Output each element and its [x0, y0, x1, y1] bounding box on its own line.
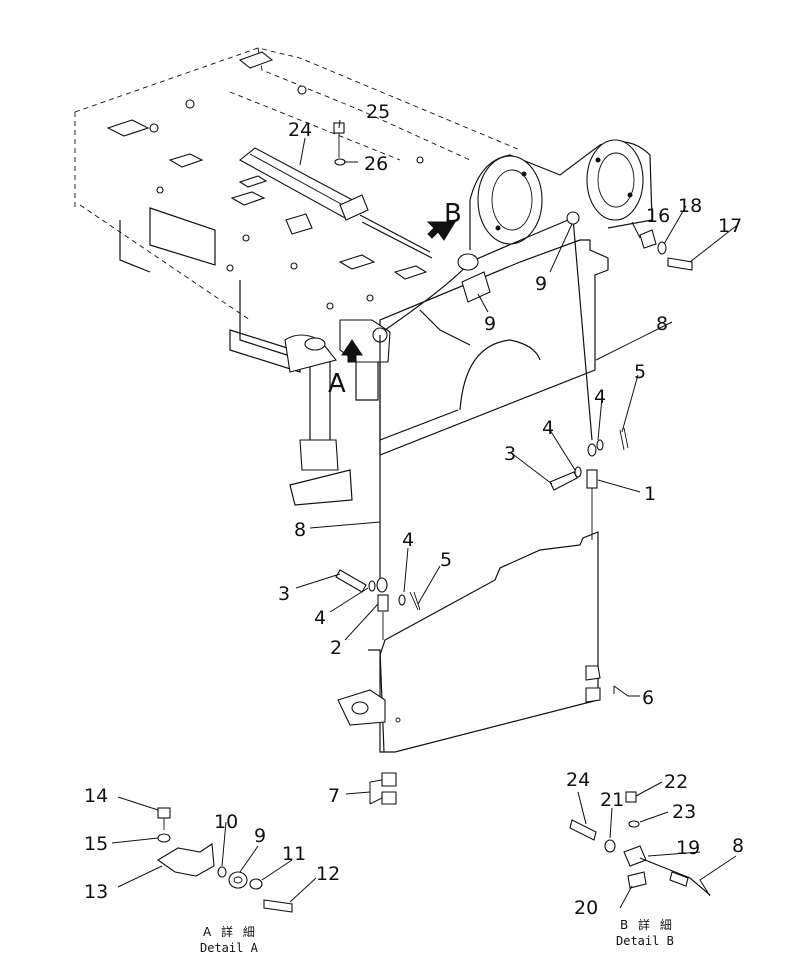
- callout-9-detail-a: 9: [254, 825, 266, 847]
- callout-4-left-upper: 4: [402, 529, 414, 551]
- bolt-top: [333, 122, 346, 166]
- callout-16: 16: [646, 205, 670, 227]
- callout-numbers: 25 24 26 16 18 17 9 9 8 5 4 4 3 1 8 4 5 …: [84, 101, 744, 919]
- view-label-a: A: [328, 369, 346, 399]
- detail-b-caption-jp: B 詳 細: [620, 917, 675, 932]
- callout-14: 14: [84, 785, 108, 807]
- callout-8-right: 8: [656, 313, 668, 335]
- lower-plate: [337, 531, 599, 753]
- callout-9-right: 9: [535, 273, 547, 295]
- view-label-b: B: [444, 199, 462, 229]
- side-plate: [379, 239, 609, 456]
- pulley-b: [457, 253, 479, 271]
- callout-19: 19: [676, 837, 700, 859]
- callout-20: 20: [574, 897, 598, 919]
- callout-22: 22: [664, 771, 688, 793]
- view-arrow-a: [341, 339, 363, 363]
- callout-25: 25: [366, 101, 390, 123]
- callout-2: 2: [330, 637, 342, 659]
- callout-26: 26: [364, 153, 388, 175]
- sprocket-housings: [469, 139, 653, 250]
- callout-4-left-lower: 4: [314, 607, 326, 629]
- callout-4-right-lower: 4: [542, 417, 554, 439]
- callout-13: 13: [84, 881, 108, 903]
- callout-24-detail-b: 24: [566, 769, 590, 791]
- detail-a-parts: [156, 807, 293, 913]
- callout-23: 23: [672, 801, 696, 823]
- callout-6: 6: [642, 687, 654, 709]
- callout-15: 15: [84, 833, 108, 855]
- pulley-right: [566, 211, 580, 225]
- callout-11: 11: [282, 843, 306, 865]
- detail-b-caption-en: Detail B: [616, 934, 674, 948]
- callout-9-center: 9: [484, 313, 496, 335]
- callout-17: 17: [718, 215, 742, 237]
- bracket-bolt-right: [639, 229, 693, 271]
- cylinder-assembly: [239, 147, 433, 259]
- callout-10: 10: [214, 811, 238, 833]
- callout-8-left: 8: [294, 519, 306, 541]
- callout-1: 1: [644, 483, 656, 505]
- callout-3-right: 3: [504, 443, 516, 465]
- callout-5-left: 5: [440, 549, 452, 571]
- detail-a-caption-en: Detail A: [200, 941, 259, 955]
- detail-a-caption-jp: A 詳 細: [203, 924, 258, 939]
- chassis-frame: [74, 47, 521, 373]
- callout-12: 12: [316, 863, 340, 885]
- callout-21: 21: [600, 789, 624, 811]
- callout-18: 18: [678, 195, 702, 217]
- callout-3-left: 3: [278, 583, 290, 605]
- callout-8-detail-b: 8: [732, 835, 744, 857]
- pillar: [284, 334, 353, 506]
- callout-7: 7: [328, 785, 340, 807]
- cable-hardware-left: [335, 569, 421, 640]
- detail-b-parts: [569, 791, 711, 896]
- callout-4-right-upper: 4: [594, 386, 606, 408]
- cable-hardware-right: [381, 427, 629, 805]
- leader-lines: [111, 119, 737, 909]
- callout-5-right: 5: [634, 361, 646, 383]
- view-arrow-b: [426, 221, 456, 241]
- callout-24: 24: [288, 119, 312, 141]
